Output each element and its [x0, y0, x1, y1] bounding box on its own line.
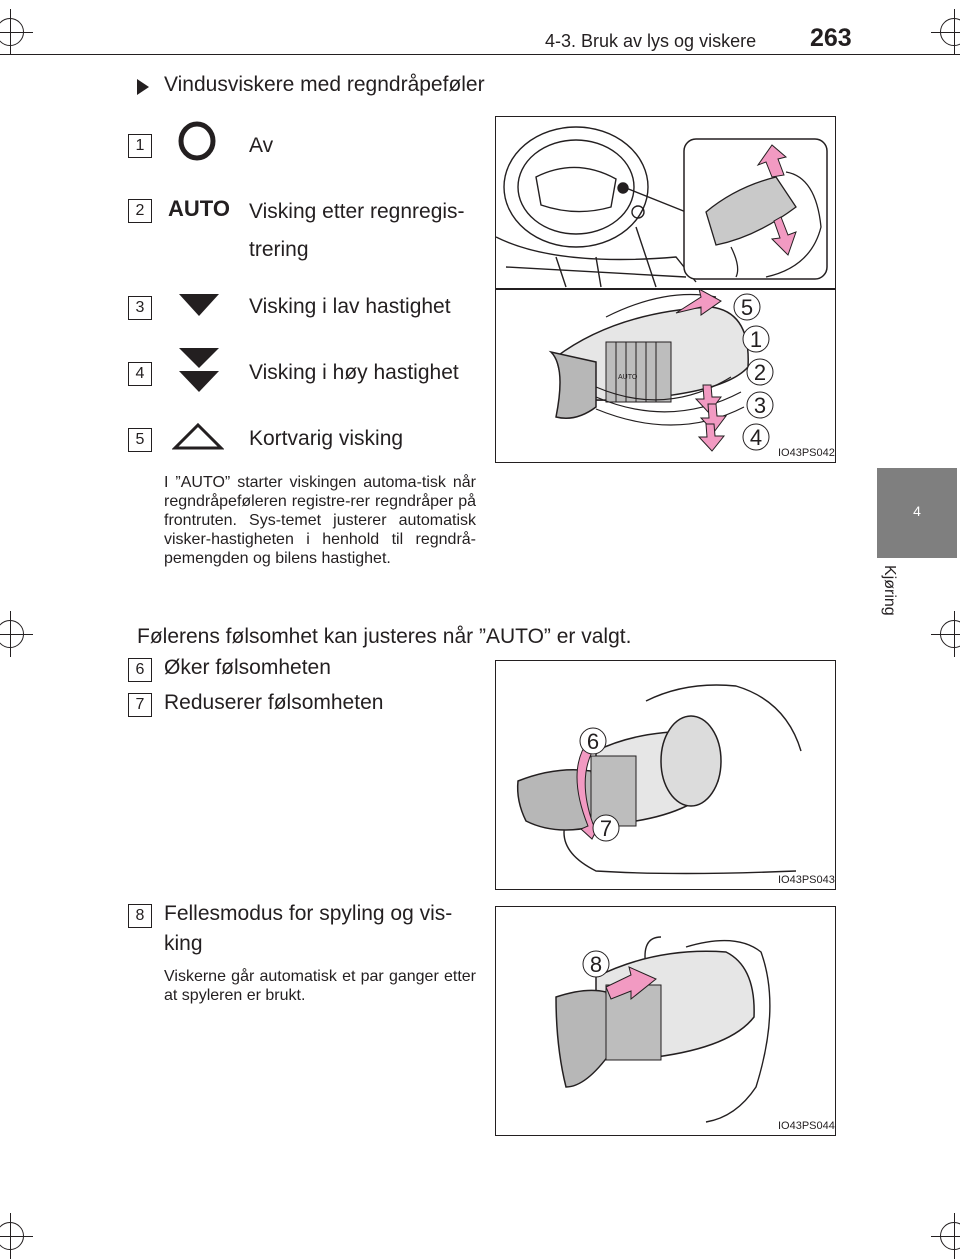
auto-note: I ”AUTO” starter viskingen automa-tisk n… [164, 474, 476, 567]
crop-mark-mid-right [931, 611, 960, 657]
callout-number: 4 [128, 362, 152, 386]
figure-sensitivity-dial: 6 7 IO43PS043 [495, 660, 836, 890]
chapter-label: Kjøring [881, 565, 898, 616]
mode-label: Av [249, 134, 274, 157]
callout-number: 2 [128, 199, 152, 223]
callout-number: 3 [128, 296, 152, 320]
stalk-auto-label: AUTO [618, 374, 638, 381]
mode-label-continued: trering [249, 238, 309, 261]
callout-number: 5 [128, 428, 152, 452]
auto-symbol: AUTO [168, 196, 230, 221]
outline-triangle-icon [172, 422, 224, 450]
callout-2: 2 [754, 360, 766, 385]
callout-number: 6 [128, 658, 152, 682]
figure-id: IO43PS044 [778, 1120, 835, 1132]
circle-icon [178, 121, 216, 161]
callout-5: 5 [741, 295, 753, 320]
figure-id: IO43PS043 [778, 874, 835, 886]
figure-wash-mode: 8 IO43PS044 [495, 906, 836, 1136]
callout-number: 8 [128, 904, 152, 928]
callout-number: 7 [128, 693, 152, 717]
callout-6: 6 [587, 729, 599, 754]
mode-label: Visking i høy hastighet [249, 361, 459, 384]
figure-wiper-stalk-modes: 5 1 2 3 4 AUTO IO43PS042 [495, 116, 836, 463]
crop-mark-bottom-left [0, 1213, 33, 1259]
callout-number: 1 [128, 134, 152, 158]
section-title: 4-3. Bruk av lys og viskere [545, 31, 757, 51]
chapter-tab [877, 468, 957, 558]
figure-callouts: 5 1 2 3 4 [733, 293, 774, 451]
callout-1: 1 [750, 327, 762, 352]
mode-label: Visking etter regnregis- [249, 200, 465, 223]
wash-mode-label-continued: king [164, 932, 203, 955]
single-triangle-icon [179, 294, 219, 316]
callout-8: 8 [590, 952, 602, 977]
page-number: 263 [810, 24, 852, 52]
wash-mode-label: Fellesmodus for spyling og vis- [164, 902, 453, 925]
chapter-number: 4 [913, 503, 921, 519]
figure-id: IO43PS042 [778, 447, 835, 459]
mode-label: Kortvarig visking [249, 427, 404, 450]
mode-label: Visking i lav hastighet [249, 295, 451, 318]
crop-mark-bottom-right [931, 1213, 960, 1259]
crop-mark-top-right [931, 9, 960, 55]
sensitivity-increase-label: Øker følsomheten [164, 656, 331, 679]
crop-mark-mid-left [0, 611, 33, 657]
header-divider [0, 54, 960, 55]
crop-mark-top-left [0, 9, 33, 55]
sensitivity-title: Følerens følsomhet kan justeres når ”AUT… [137, 625, 632, 648]
double-triangle-icon [179, 348, 219, 392]
callout-3: 3 [754, 393, 766, 418]
bullet-triangle-icon [137, 79, 149, 95]
sensitivity-decrease-label: Reduserer følsomheten [164, 691, 384, 714]
callout-4: 4 [750, 425, 762, 450]
subsection-heading: Vindusviskere med regndråpeføler [164, 73, 485, 96]
wash-note: Viskerne går automatisk et par ganger et… [164, 968, 476, 1004]
callout-7: 7 [600, 816, 612, 841]
